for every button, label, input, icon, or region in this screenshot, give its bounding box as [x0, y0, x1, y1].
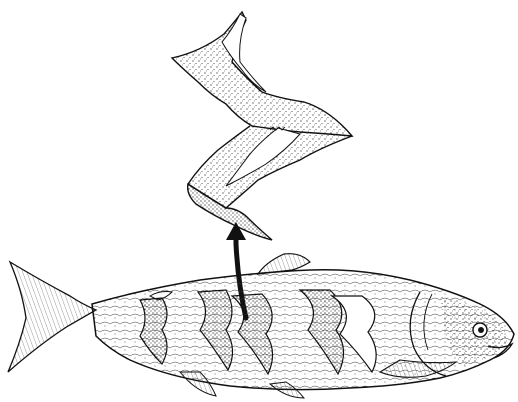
myomere-segment — [172, 12, 352, 240]
fish-body — [8, 254, 514, 398]
eye-icon — [473, 323, 487, 337]
